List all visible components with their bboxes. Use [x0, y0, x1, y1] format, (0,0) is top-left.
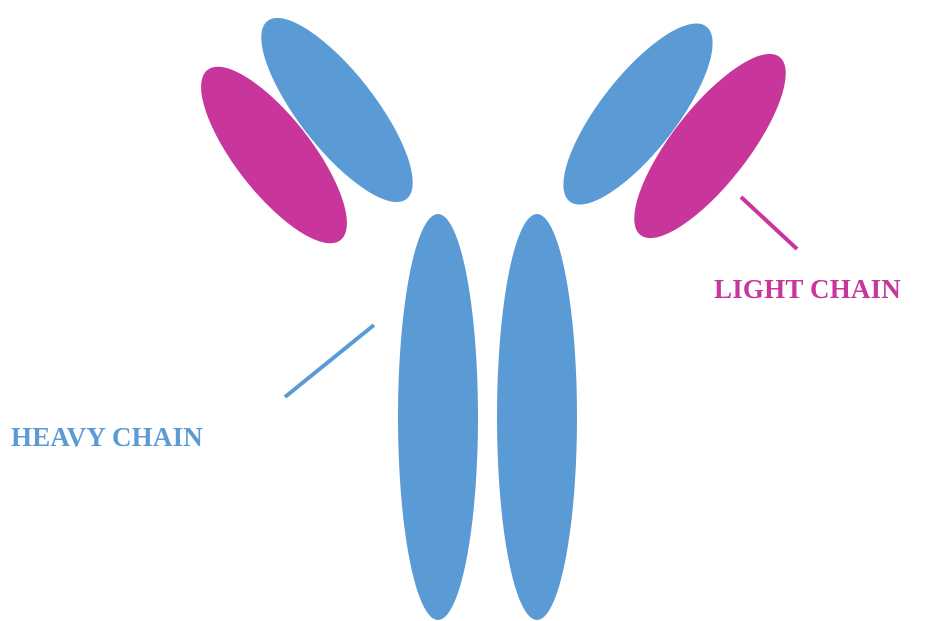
light-chain-label: LIGHT CHAIN	[714, 274, 901, 304]
heavy-chain-label: HEAVY CHAIN	[11, 422, 203, 452]
light-chain-pointer-line	[741, 197, 797, 249]
heavy-chain-stem-left	[398, 214, 478, 620]
heavy-chain-pointer-line	[285, 325, 374, 397]
heavy-chain-stem-right	[497, 214, 577, 620]
